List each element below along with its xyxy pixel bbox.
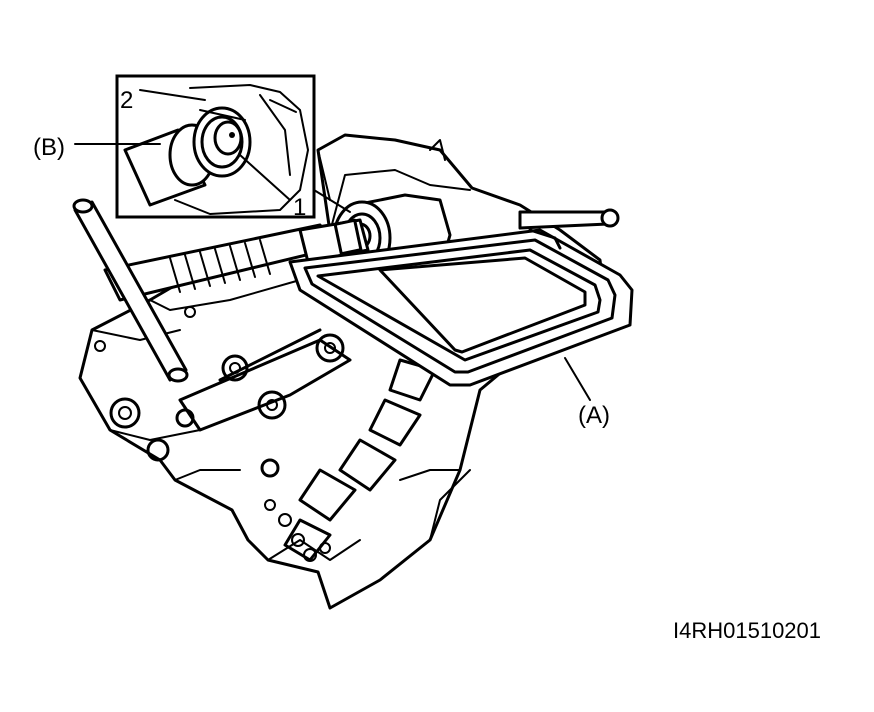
label-part-2: 2 bbox=[120, 87, 133, 114]
tool-a-c-frame bbox=[288, 208, 634, 387]
figure-code: I4RH01510201 bbox=[673, 618, 821, 643]
label-part-1: 1 bbox=[293, 194, 306, 221]
leader-a bbox=[564, 357, 591, 401]
label-tool-b: (B) bbox=[33, 134, 65, 161]
leader-inset bbox=[313, 189, 351, 213]
puller-screw bbox=[72, 198, 370, 383]
label-tool-a: (A) bbox=[578, 402, 610, 429]
detail-inset bbox=[115, 74, 316, 219]
